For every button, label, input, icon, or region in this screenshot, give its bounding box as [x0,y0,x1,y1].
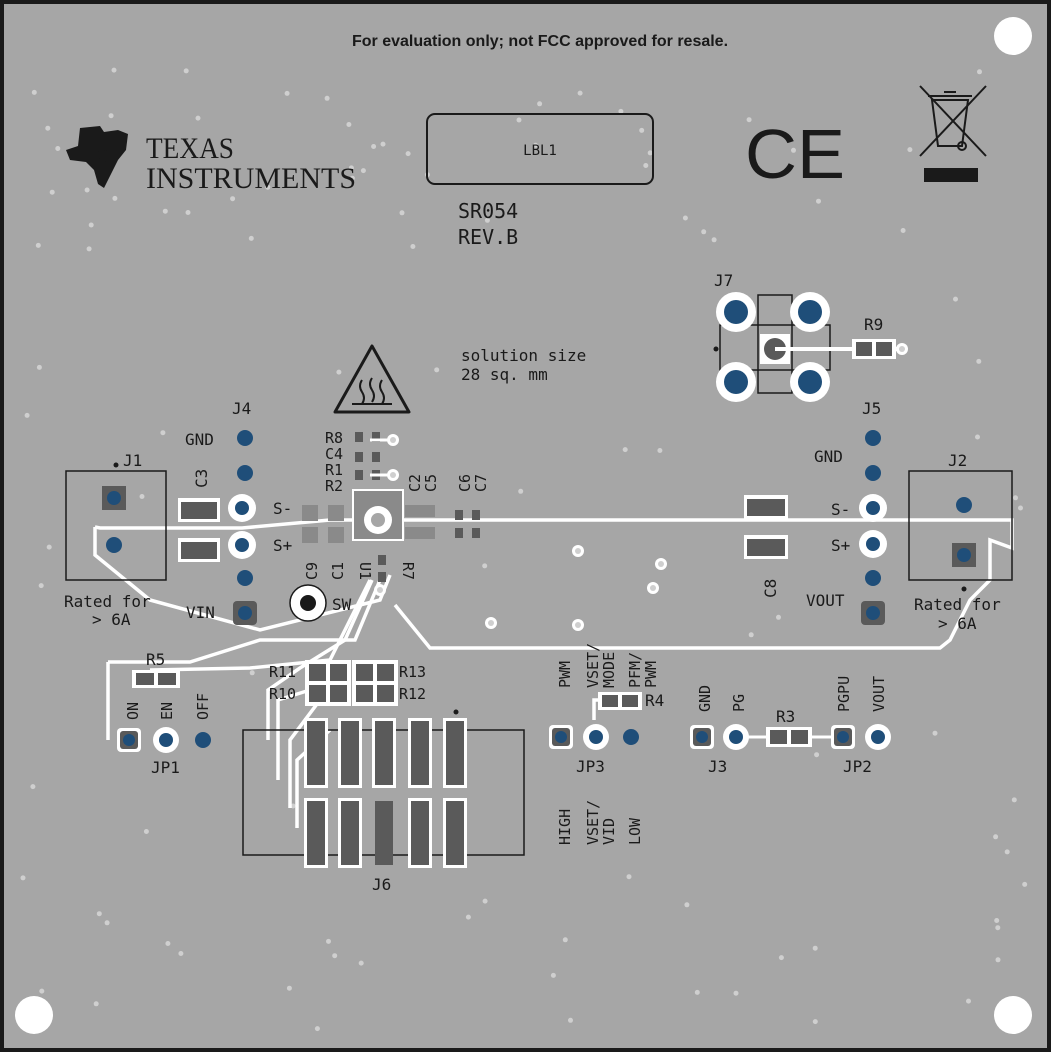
jp3-vset-mode-1: VSET/ [584,643,602,688]
jp3-pfm-pwm-1: PFM/ [626,652,644,688]
pin-s-minus-right: S- [831,500,850,519]
r12-label: R12 [399,685,426,703]
jp3-vset-vid-2: VID [600,818,618,845]
weee-bar [924,168,978,182]
c3-label: C3 [192,469,211,488]
j4-label: J4 [232,399,251,418]
mounting-hole-bottom-right [994,996,1032,1034]
brand-line-2: INSTRUMENTS [146,162,356,195]
r5-label: R5 [146,650,165,669]
jp3-label: JP3 [576,757,605,776]
ti-logo-icon: ti [66,126,128,188]
j3-pg: PG [730,694,748,712]
j6-label: J6 [372,875,391,894]
r3-label: R3 [776,707,795,726]
u1-label: U1 [356,562,374,580]
r2-label: R2 [325,477,343,495]
c6-label: C6 [456,474,474,492]
jp3-pfm-pwm-2: PWM [642,661,660,688]
solution-size-line2: 28 sq. mm [461,365,548,384]
r4-label: R4 [645,691,664,710]
c1-label: C1 [329,562,347,580]
jp1-on: ON [124,702,142,720]
r9-label: R9 [864,315,883,334]
pin-s-plus-right: S+ [831,536,850,555]
rated-left-1: Rated for [64,592,151,611]
jp3-low: LOW [626,817,644,845]
pin-gnd-left: GND [185,430,214,449]
rated-right-2: > 6A [938,614,977,633]
pin-vin: VIN [186,603,215,622]
j3-label: J3 [708,757,727,776]
c8-label: C8 [761,579,780,598]
weee-crossed-bin-icon [919,85,987,157]
c5-label: C5 [422,474,440,492]
jp2-pgpu: PGPU [835,676,853,712]
solution-size-line1: solution size [461,346,586,365]
r11-label: R11 [269,663,296,681]
pin-s-plus-left: S+ [273,536,292,555]
label-box [426,113,654,185]
c7-label: C7 [472,474,490,492]
c4-label: C4 [325,445,343,463]
brand-line-1: TEXAS [146,132,234,165]
j3-gnd: GND [696,685,714,712]
jp1-label: JP1 [151,758,180,777]
label-box-text: LBL1 [523,143,557,159]
pin-gnd-right: GND [814,447,843,466]
j7-label: J7 [714,271,733,290]
mounting-hole-top-right [994,17,1032,55]
via-field [20,67,1028,1032]
r10-label: R10 [269,685,296,703]
c2-label: C2 [406,474,424,492]
j2-label: J2 [948,451,967,470]
pin-sw: SW [332,595,352,614]
ce-mark-icon: CE [745,115,845,193]
pin-s-minus-left: S- [273,499,292,518]
r7-label: R7 [399,562,417,580]
jp3-vset-vid-1: VSET/ [584,800,602,845]
svg-text:ti: ti [96,145,108,167]
jp3-pwm: PWM [556,661,574,688]
power-traces [93,518,1014,828]
u1-ic-area [302,432,480,596]
pin-vout: VOUT [806,591,845,610]
jp3-vset-mode-2: MODE [600,652,618,688]
jp3-high: HIGH [556,809,574,845]
board-rev: REV.B [458,225,518,249]
jp2-vout: VOUT [870,676,888,712]
j1-label: J1 [123,451,142,470]
r1-label: R1 [325,461,343,479]
board-id: SR054 [458,199,518,223]
r10-r13-pads [305,660,398,706]
j1-outline [65,470,167,581]
jp2-label: JP2 [843,757,872,776]
j6-pads [304,709,467,868]
j2-outline [908,470,1013,581]
c9-label: C9 [303,562,321,580]
rated-right-1: Rated for [914,595,1001,614]
hot-surface-warning-icon [333,344,411,414]
r13-label: R13 [399,663,426,681]
jp1-off: OFF [194,693,212,720]
j5-label: J5 [862,399,881,418]
fcc-notice: For evaluation only; not FCC approved fo… [352,33,728,50]
rated-left-2: > 6A [92,610,131,629]
jp1-en: EN [158,702,176,720]
mounting-hole-bottom-left [15,996,53,1034]
r8-label: R8 [325,429,343,447]
